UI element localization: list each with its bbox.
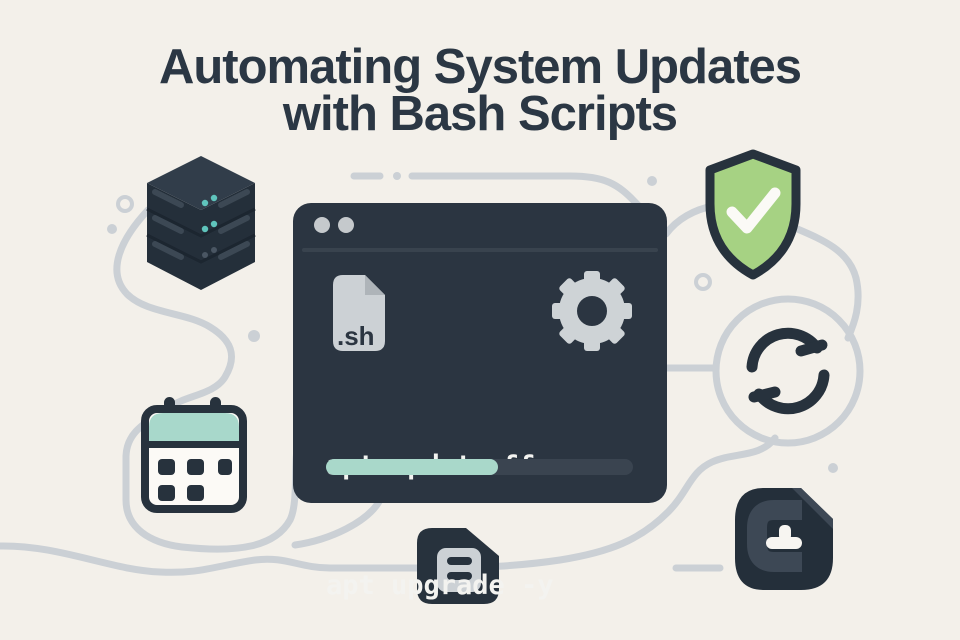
calendar-icon <box>141 397 247 513</box>
decor-ring-dot-1 <box>116 195 134 213</box>
refresh-sync-icon <box>746 327 830 415</box>
code-block: apt update && apt upgrade -y <box>326 366 554 640</box>
sh-file-icon: .sh <box>333 275 385 351</box>
decor-dot-4 <box>647 176 657 186</box>
decor-ring-dot-2 <box>694 273 712 291</box>
decor-dot-2 <box>107 224 117 234</box>
decor-dot-3 <box>248 330 260 342</box>
c-terminal-badge-icon <box>735 488 833 590</box>
decor-circle-refresh <box>712 295 864 447</box>
page-title: Automating System Updates with Bash Scri… <box>0 40 960 141</box>
window-button-icon <box>338 217 354 233</box>
title-line-1: Automating System Updates <box>158 40 802 94</box>
progress-bar-fill <box>326 459 498 475</box>
terminal-window: .sh apt update <box>293 203 667 601</box>
shield-check-icon <box>705 149 801 280</box>
file-extension-label: .sh <box>337 321 375 351</box>
decor-dot-5 <box>828 463 838 473</box>
decor-dot-1 <box>393 172 401 180</box>
title-line-2: with Bash Scripts <box>282 87 678 141</box>
server-stack-icon <box>146 156 256 290</box>
floppy-disk-icon <box>417 528 499 604</box>
window-divider <box>302 248 658 252</box>
gear-icon <box>552 271 632 351</box>
window-button-icon <box>314 217 330 233</box>
decor-line-top <box>408 172 668 236</box>
decor-left-path <box>113 206 314 553</box>
code-line-2: apt upgrade -y <box>326 570 554 601</box>
progress-bar <box>326 459 633 475</box>
checkmark-icon <box>726 187 781 234</box>
decor-window-arc <box>291 496 384 549</box>
